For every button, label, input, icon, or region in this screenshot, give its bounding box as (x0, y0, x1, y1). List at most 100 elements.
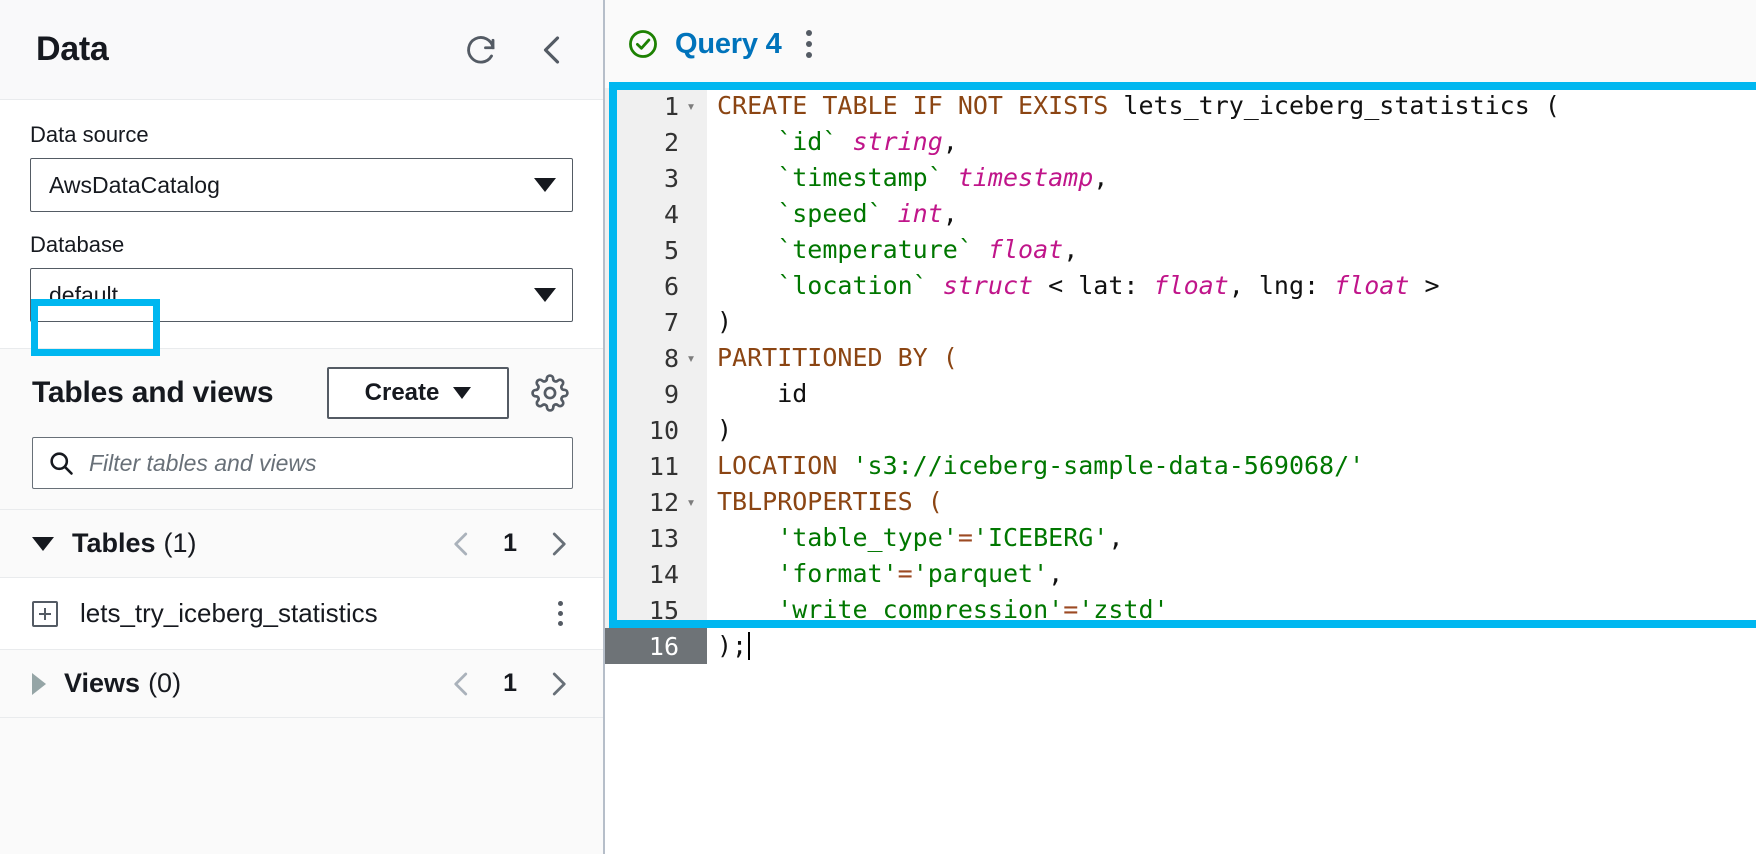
code-token: , (1108, 523, 1124, 552)
gutter-line: 5 (663, 235, 679, 265)
code-line: `temperature` float, (717, 232, 1756, 268)
code-token: struct (942, 271, 1034, 300)
gutter-line: 15 (648, 595, 679, 625)
code-line: ) (717, 412, 1756, 448)
code-line: PARTITIONED BY ( (717, 340, 1756, 376)
check-circle-icon (629, 30, 657, 58)
tables-group-label: Tables (72, 528, 156, 558)
pager-prev-icon[interactable] (447, 669, 477, 699)
chevron-down-icon (453, 387, 472, 399)
data-source-select[interactable]: AwsDataCatalog (30, 158, 573, 212)
code-token: , lng: (1228, 271, 1335, 300)
code-token: , (1048, 559, 1064, 588)
gutter-line: 13 (648, 523, 679, 553)
code-token: 'zstd' (1078, 595, 1169, 624)
data-source-value: AwsDataCatalog (49, 171, 220, 198)
database-value: default (49, 281, 119, 308)
table-row[interactable]: lets_try_iceberg_statistics (0, 578, 603, 650)
code-line: LOCATION 's3://iceberg-sample-data-56906… (717, 448, 1756, 484)
code-token: string (852, 127, 943, 156)
data-source-label: Data source (30, 122, 149, 147)
tables-and-views-header: Tables and views Create (32, 367, 573, 419)
kebab-menu-icon[interactable] (548, 597, 573, 630)
gutter-line: 3 (663, 163, 679, 193)
query-tabbar: Query 4 (605, 0, 1756, 88)
triangle-down-icon (32, 536, 54, 551)
code-token: `temperature` (717, 235, 988, 264)
code-line: `id` string, (717, 124, 1756, 160)
sidebar-selectors: Data source AwsDataCatalog Database defa… (0, 100, 603, 349)
pager-prev-icon[interactable] (447, 529, 477, 559)
code-token: CREATE TABLE IF NOT EXISTS (717, 91, 1124, 120)
code-token: `timestamp` (717, 163, 958, 192)
code-line: 'table_type'='ICEBERG', (717, 520, 1756, 556)
filter-tables-box[interactable] (32, 437, 573, 489)
text-cursor (748, 632, 751, 660)
expand-plus-icon[interactable] (32, 600, 58, 627)
data-sidebar: Data Data source AwsDataCatalog (0, 0, 605, 854)
code-line: `location` struct < lat: float, lng: flo… (717, 268, 1756, 304)
filter-tables-input[interactable] (89, 449, 558, 477)
code-token: 'parquet' (912, 559, 1049, 588)
code-token: > (1409, 271, 1440, 300)
code-token: float (1153, 271, 1229, 300)
views-group-count: (0) (148, 668, 182, 698)
tab-query-4[interactable]: Query 4 (675, 27, 782, 60)
sidebar-header-actions (459, 28, 575, 72)
gutter-line: 12▾ (648, 487, 696, 517)
gutter-line: 11 (648, 451, 679, 481)
code-line: CREATE TABLE IF NOT EXISTS lets_try_iceb… (717, 88, 1756, 124)
sidebar-header: Data (0, 0, 603, 100)
views-page-number: 1 (503, 669, 517, 697)
tree-group-tables[interactable]: Tables (1) 1 (0, 510, 603, 578)
tables-and-views-section: Tables and views Create (0, 349, 603, 510)
chevron-down-icon (534, 178, 556, 192)
code-line: TBLPROPERTIES ( (717, 484, 1756, 520)
code-line: `timestamp` timestamp, (717, 160, 1756, 196)
gutter-line: 1▾ (663, 91, 696, 121)
refresh-icon[interactable] (459, 28, 503, 72)
code-token: ) (717, 307, 733, 336)
fold-toggle-icon[interactable]: ▾ (686, 96, 696, 115)
code-token: = (1063, 595, 1079, 624)
code-token: LOCATION (717, 451, 853, 480)
code-token: < lat: (1033, 271, 1154, 300)
chevron-left-icon[interactable] (531, 28, 575, 72)
create-button-label: Create (364, 379, 440, 406)
code-token: `location` (717, 271, 943, 300)
tables-group-count: (1) (163, 528, 197, 558)
database-select[interactable]: default (30, 268, 573, 322)
code-token: ) (717, 415, 733, 444)
code-token: float (1334, 271, 1410, 300)
create-button[interactable]: Create (327, 367, 509, 419)
code-token: 'ICEBERG' (972, 523, 1109, 552)
code-token: 's3://iceberg-sample-data-569068/' (852, 451, 1365, 480)
code-token: id (717, 379, 808, 408)
tables-pager: 1 (447, 529, 573, 559)
gutter-line: 6 (663, 271, 679, 301)
code-token: float (987, 235, 1064, 264)
kebab-menu-icon[interactable] (798, 26, 820, 62)
code-token: ); (717, 631, 748, 660)
pager-next-icon[interactable] (543, 669, 573, 699)
code-line: 'write_compression'='zstd' (717, 592, 1756, 628)
sql-code-area[interactable]: CREATE TABLE IF NOT EXISTS lets_try_iceb… (707, 88, 1756, 664)
gutter-line: 9 (663, 379, 679, 409)
database-label: Database (30, 232, 125, 257)
fold-toggle-icon[interactable]: ▾ (686, 348, 696, 367)
code-token: timestamp (957, 163, 1094, 192)
code-token: int (897, 199, 943, 228)
fold-toggle-icon[interactable]: ▾ (686, 492, 696, 511)
tables-page-number: 1 (503, 529, 517, 557)
code-line: `speed` int, (717, 196, 1756, 232)
pager-next-icon[interactable] (543, 529, 573, 559)
tree-group-views[interactable]: Views (0) 1 (0, 650, 603, 718)
search-icon (50, 452, 73, 475)
tables-and-views-title: Tables and views (32, 376, 274, 409)
code-token: , (942, 199, 958, 228)
gear-icon[interactable] (527, 370, 573, 416)
views-group-label: Views (64, 668, 141, 698)
